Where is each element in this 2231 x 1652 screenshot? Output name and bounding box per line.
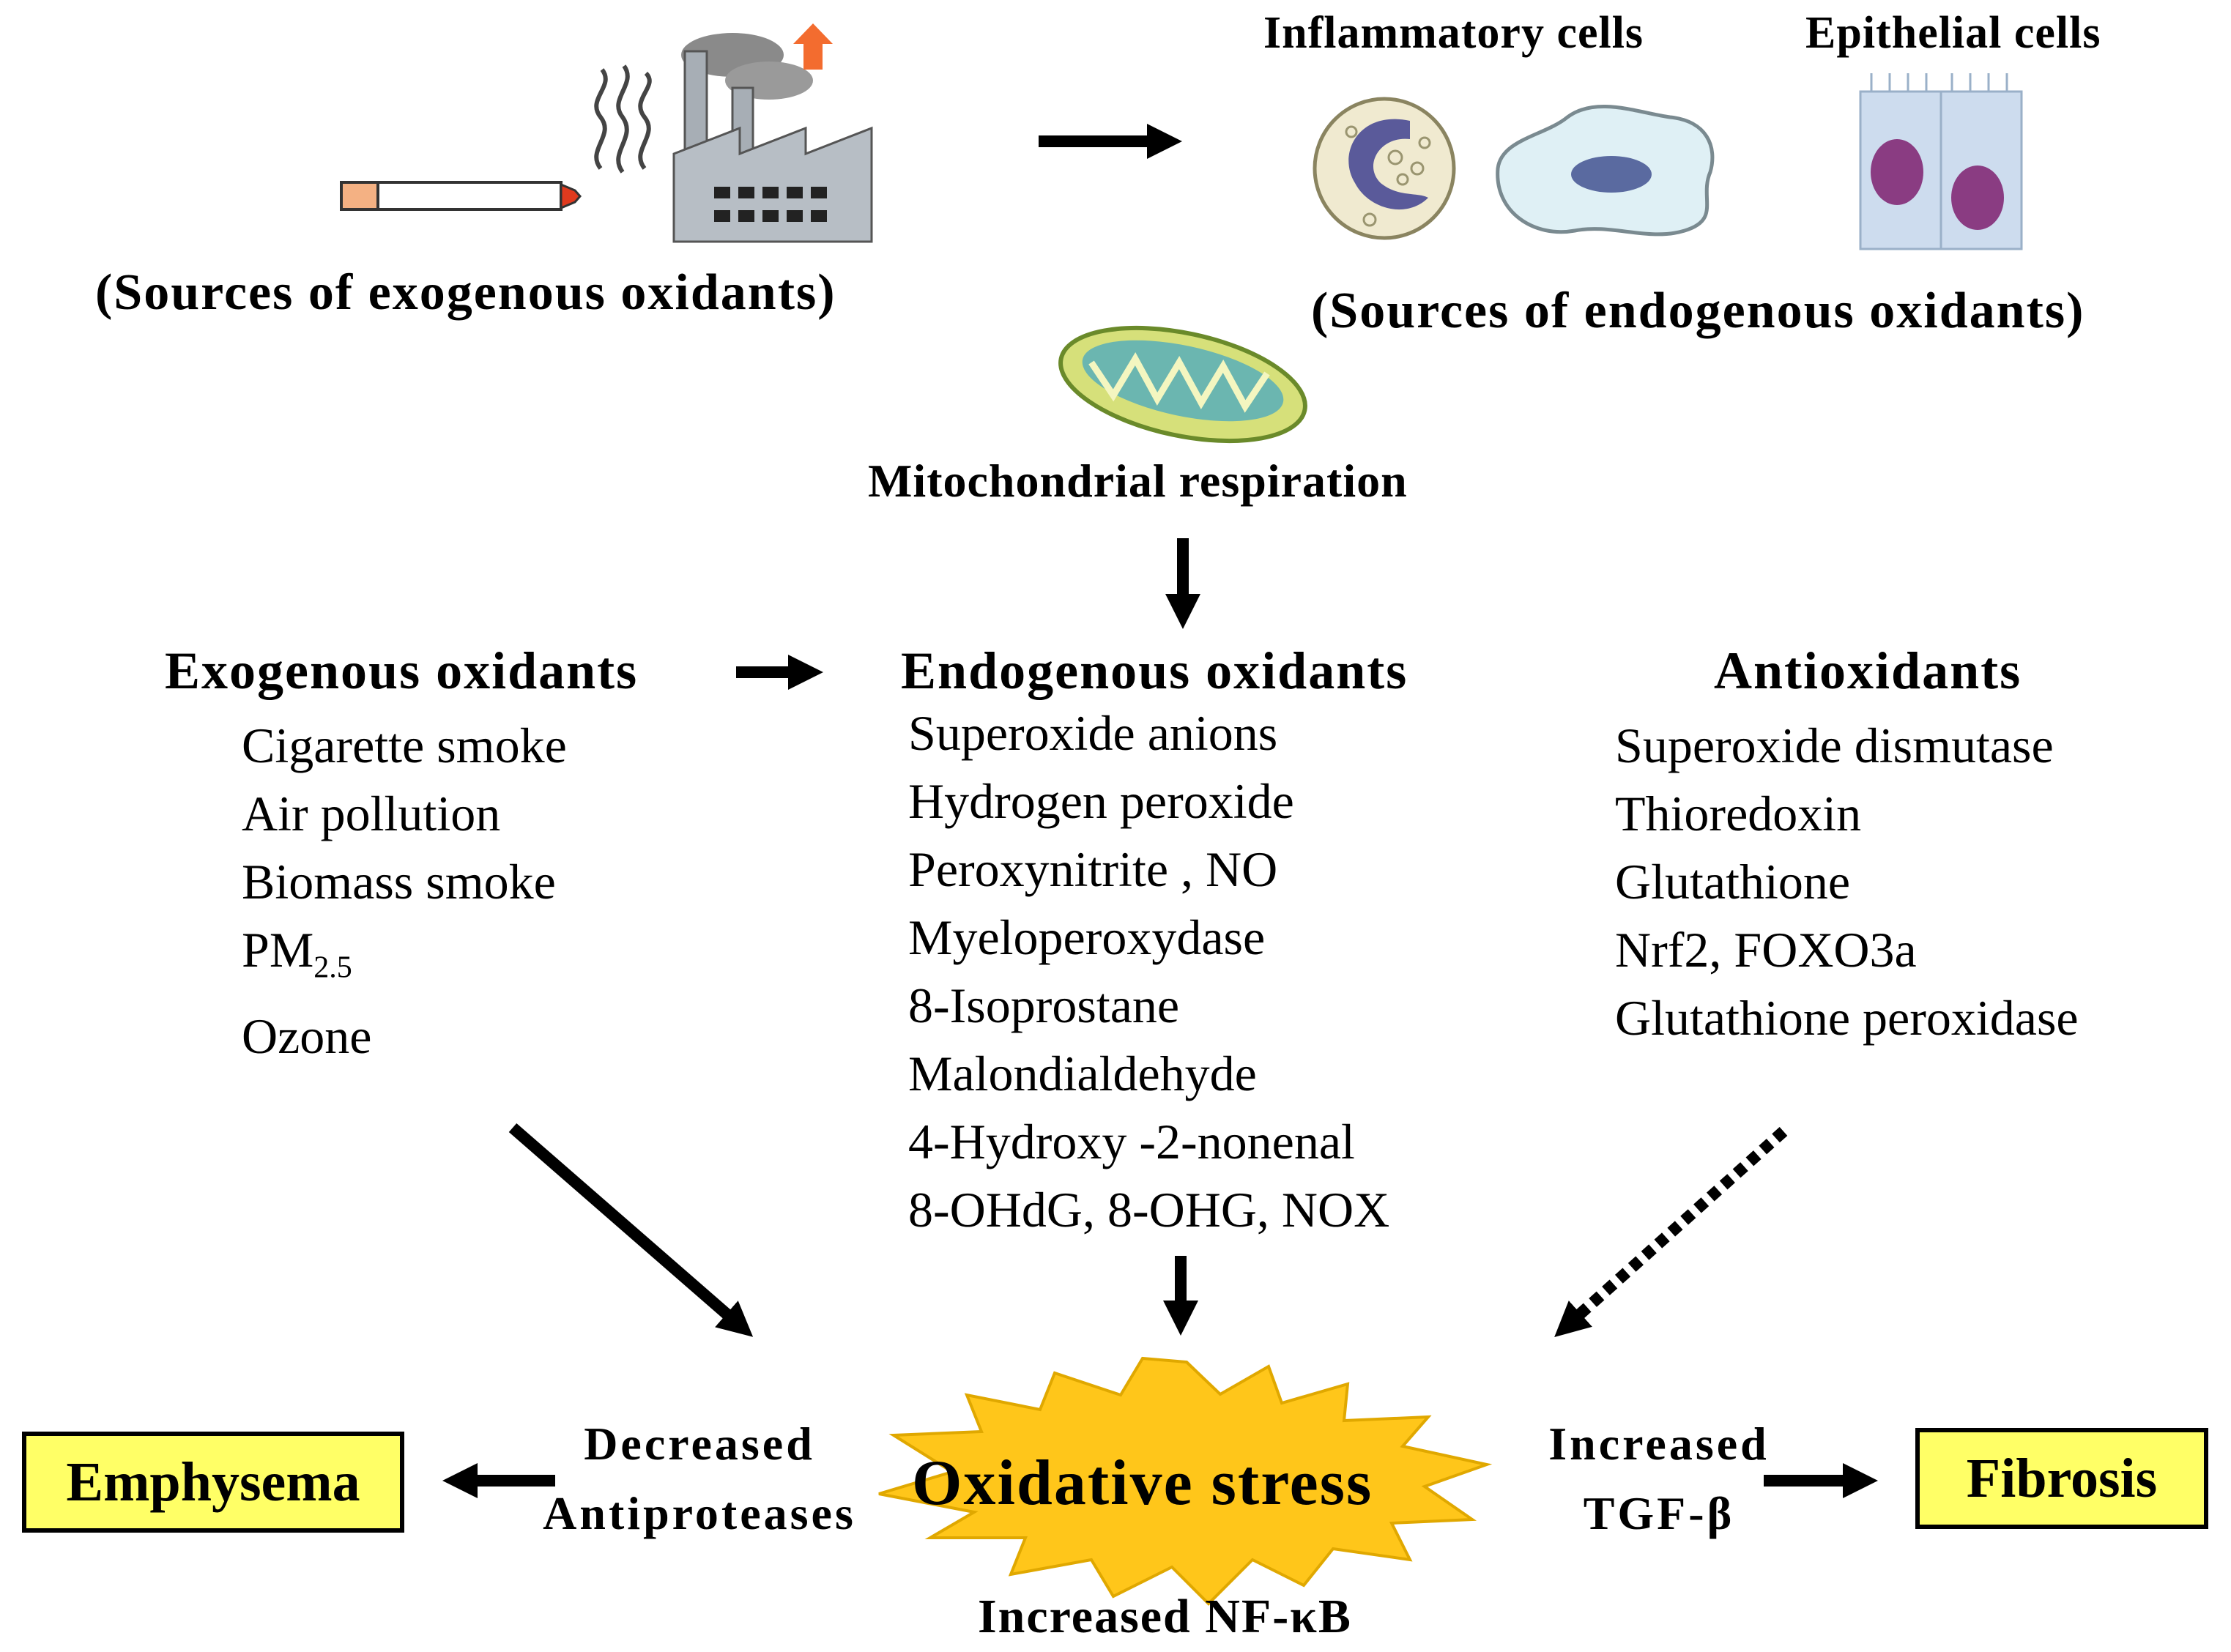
list-item: Biomass smoke bbox=[242, 854, 556, 909]
neutrophil-icon bbox=[1313, 97, 1456, 240]
list-item: Hydrogen peroxide bbox=[908, 773, 1294, 829]
list-item: Glutathione peroxidase bbox=[1615, 990, 2079, 1046]
list-item: Superoxide dismutase bbox=[1615, 718, 2054, 773]
factory-icon bbox=[672, 23, 873, 243]
pm-label: PM bbox=[242, 922, 314, 978]
endogenous-oxidants-list: Superoxide anions Hydrogen peroxide Pero… bbox=[908, 699, 1389, 1244]
mitochondrial-respiration-label: Mitochondrial respiration bbox=[868, 455, 1408, 507]
pm-subscript: 2.5 bbox=[313, 950, 352, 985]
epithelial-cell-icon bbox=[1859, 73, 2023, 250]
antioxidants-heading: Antioxidants bbox=[1714, 641, 2022, 700]
list-item: Nrf2, FOXO3a bbox=[1615, 922, 1917, 978]
list-item: PM2.5 bbox=[242, 916, 567, 1002]
list-item: Thioredoxin bbox=[1615, 786, 1862, 841]
list-item: Ozone bbox=[242, 1008, 372, 1064]
antioxidants-list: Superoxide dismutase Thioredoxin Glutath… bbox=[1615, 712, 2079, 1052]
smoke-icon bbox=[594, 64, 652, 174]
nfkb-label: Increased NF-κB bbox=[978, 1590, 1352, 1643]
increased-label: Increased bbox=[1548, 1418, 1770, 1470]
endogenous-oxidants-heading: Endogenous oxidants bbox=[901, 641, 1408, 700]
tgf-beta-label: TGF-β bbox=[1583, 1487, 1735, 1539]
list-item: Malondialdehyde bbox=[908, 1046, 1257, 1101]
exogenous-oxidants-heading: Exogenous oxidants bbox=[165, 641, 639, 700]
emphysema-box: Emphysema bbox=[22, 1432, 404, 1533]
list-item: 4-Hydroxy -2-nonenal bbox=[908, 1114, 1355, 1169]
list-item: 8-Isoprostane bbox=[908, 978, 1180, 1033]
mitochondrion-icon bbox=[1058, 325, 1307, 444]
list-item: Cigarette smoke bbox=[242, 718, 567, 773]
list-item: Myeloperoxydase bbox=[908, 909, 1266, 965]
decreased-label: Decreased bbox=[584, 1418, 815, 1470]
list-item: Superoxide anions bbox=[908, 705, 1278, 761]
inflammatory-cells-label: Inflammatory cells bbox=[1263, 8, 1644, 58]
macrophage-icon bbox=[1496, 105, 1715, 237]
cigarette-icon bbox=[340, 181, 582, 211]
list-item: 8-OHdG, 8-OHG, NOX bbox=[908, 1182, 1390, 1238]
exogenous-oxidants-list: Cigarette smoke Air pollution Biomass sm… bbox=[242, 712, 567, 1071]
oxidative-stress-burst bbox=[878, 1356, 1493, 1606]
antiproteases-label: Antiproteases bbox=[543, 1487, 856, 1539]
list-item: Peroxynitrite , NO bbox=[908, 841, 1278, 897]
epithelial-cells-label: Epithelial cells bbox=[1805, 8, 2101, 58]
exogenous-sources-caption: (Sources of exogenous oxidants) bbox=[95, 264, 836, 321]
list-item: Air pollution bbox=[242, 786, 501, 841]
list-item: Glutathione bbox=[1615, 854, 1851, 909]
endogenous-sources-caption: (Sources of endogenous oxidants) bbox=[1311, 283, 2085, 339]
oxidative-stress-label: Oxidative stress bbox=[912, 1448, 1373, 1519]
fibrosis-box: Fibrosis bbox=[1915, 1428, 2208, 1529]
